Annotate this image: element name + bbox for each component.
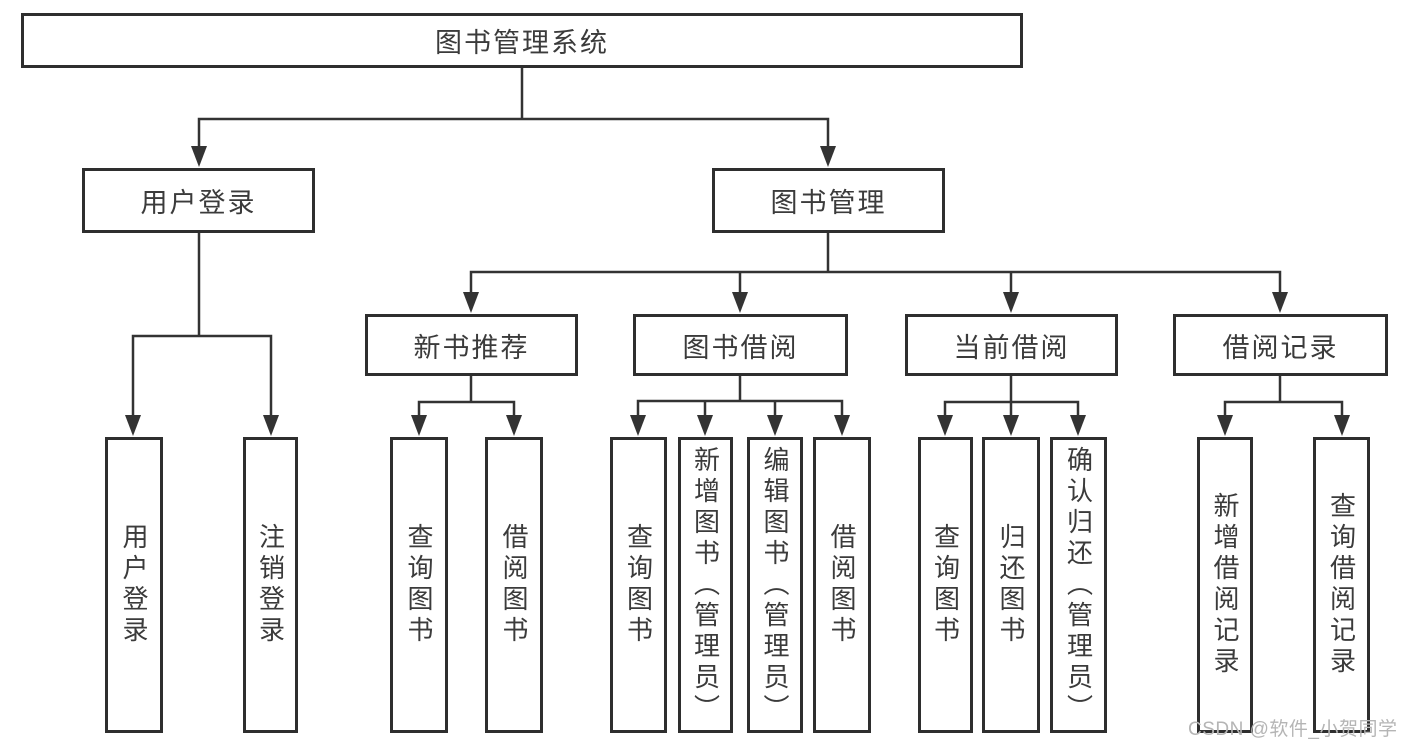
node-label: 借阅图书	[499, 523, 529, 647]
node-leaf-add-borrow-record: 新增借阅记录	[1197, 437, 1253, 733]
node-label: 编辑图书（管理员）	[760, 445, 790, 725]
node-label: 归还图书	[996, 523, 1026, 647]
node-leaf-borrow-books-2: 借阅图书	[813, 437, 871, 733]
node-current-borrowing: 当前借阅	[905, 314, 1118, 376]
node-leaf-query-books-3: 查询图书	[918, 437, 973, 733]
node-leaf-borrow-books-1: 借阅图书	[485, 437, 543, 733]
node-leaf-query-books-1: 查询图书	[390, 437, 448, 733]
node-book-management: 图书管理	[712, 168, 945, 233]
node-label: 用户登录	[119, 523, 149, 647]
node-leaf-query-borrow-record: 查询借阅记录	[1313, 437, 1370, 733]
node-label: 查询图书	[404, 523, 434, 647]
node-label: 新增图书（管理员）	[690, 445, 721, 725]
node-leaf-add-books-admin: 新增图书（管理员）	[678, 437, 733, 733]
node-borrowing-records: 借阅记录	[1173, 314, 1388, 376]
node-label: 借阅图书	[827, 523, 857, 647]
node-new-book-recommendation: 新书推荐	[365, 314, 578, 376]
node-leaf-return-books: 归还图书	[982, 437, 1040, 733]
node-label: 新增借阅记录	[1210, 492, 1240, 678]
node-label: 查询借阅记录	[1326, 492, 1357, 678]
node-leaf-edit-books-admin: 编辑图书（管理员）	[747, 437, 803, 733]
node-leaf-logout: 注销登录	[243, 437, 298, 733]
node-leaf-user-login: 用户登录	[105, 437, 163, 733]
node-label: 查询图书	[930, 523, 961, 647]
node-label: 查询图书	[623, 523, 654, 647]
node-book-borrowing: 图书借阅	[633, 314, 848, 376]
node-label: 注销登录	[255, 523, 286, 647]
csdn-watermark: CSDN @软件_小贺同学	[1188, 719, 1398, 740]
node-leaf-confirm-return-admin: 确认归还（管理员）	[1050, 437, 1107, 733]
node-leaf-query-books-2: 查询图书	[610, 437, 667, 733]
node-library-management-system: 图书管理系统	[21, 13, 1023, 68]
node-user-login: 用户登录	[82, 168, 315, 233]
arrowheads	[125, 146, 1350, 436]
node-label: 确认归还（管理员）	[1063, 445, 1094, 725]
